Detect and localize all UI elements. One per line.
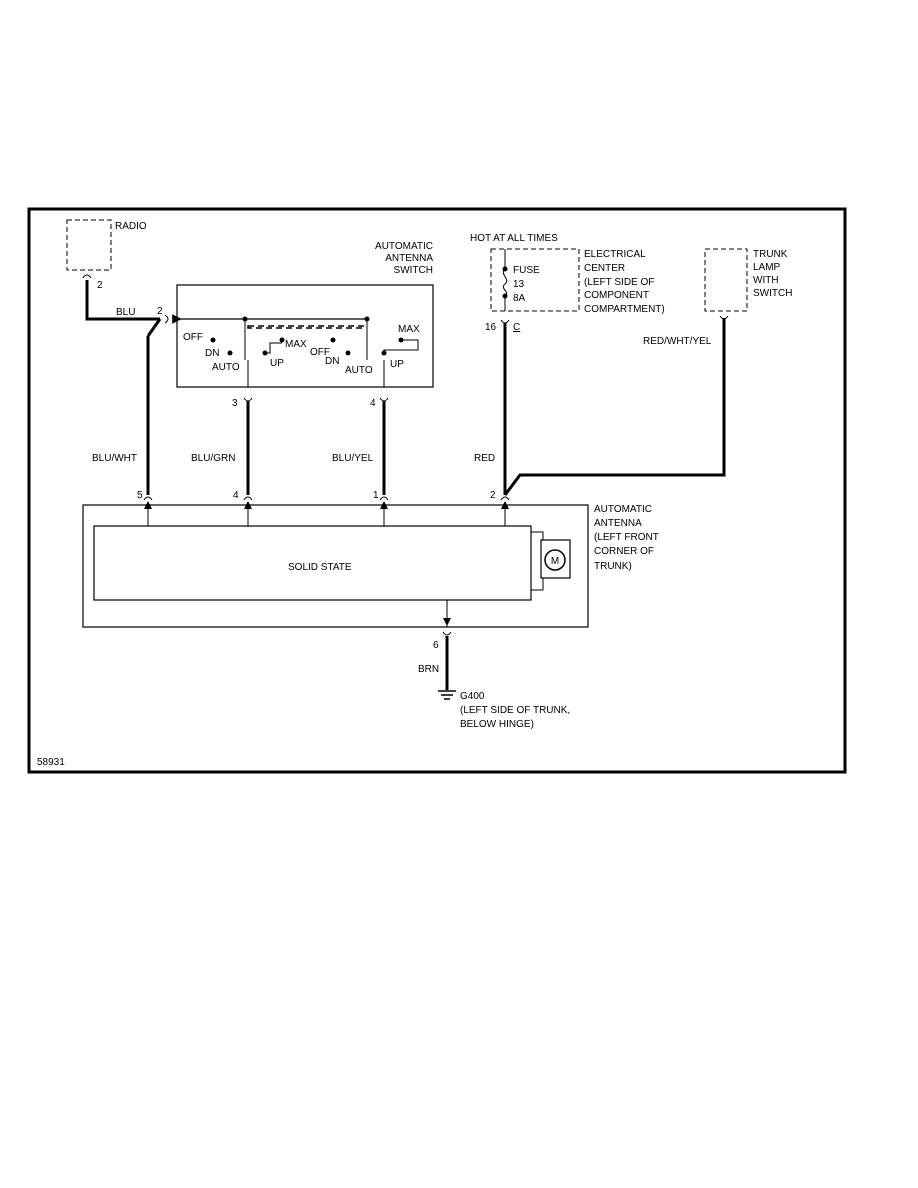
radio-label: RADIO bbox=[115, 221, 147, 232]
wire-label-blu: BLU bbox=[116, 307, 135, 318]
antenna-outer-box bbox=[82, 504, 589, 628]
antenna-label-1: AUTOMATIC bbox=[594, 504, 652, 515]
ground-label-2: (LEFT SIDE OF TRUNK, bbox=[460, 705, 570, 716]
fuse-rating: 8A bbox=[513, 293, 526, 304]
hot-at-all-times: HOT AT ALL TIMES bbox=[470, 233, 558, 244]
motor-icon bbox=[544, 549, 566, 571]
antenna-pin-6: 6 bbox=[433, 640, 439, 651]
antenna-label-3: (LEFT FRONT bbox=[594, 532, 659, 543]
ground-label-1: G400 bbox=[460, 691, 485, 702]
wire-label-blu-grn: BLU/GRN bbox=[191, 453, 235, 464]
switch-title-2: ANTENNA bbox=[385, 253, 433, 264]
switch-box bbox=[176, 284, 434, 388]
switch-pos-off-2: OFF bbox=[310, 347, 330, 358]
antenna-label-5: TRUNK) bbox=[594, 561, 632, 572]
wire-blu bbox=[85, 280, 160, 321]
fuse-connector: C bbox=[513, 322, 520, 333]
switch-pos-max-2: MAX bbox=[398, 324, 420, 335]
wire-label-blu-wht: BLU/WHT bbox=[92, 453, 137, 464]
fuse-number: 13 bbox=[513, 279, 525, 290]
antenna-switch: AUTOMATIC ANTENNA SWITCH 2 OFF DN AUTO M… bbox=[157, 241, 434, 388]
trunk-lamp-label-2: LAMP bbox=[753, 262, 781, 273]
ground-icon bbox=[438, 690, 456, 700]
wire-label-brn: BRN bbox=[418, 664, 439, 675]
wire-label-red-wht-yel: RED/WHT/YEL bbox=[643, 336, 712, 347]
wire-label-red: RED bbox=[474, 453, 495, 464]
switch-pos-max-1: MAX bbox=[285, 339, 307, 350]
antenna-pin-1: 1 bbox=[373, 490, 379, 501]
center-label-3: (LEFT SIDE OF bbox=[584, 277, 654, 288]
antenna-label-2: ANTENNA bbox=[594, 518, 642, 529]
diagram-frame bbox=[27, 207, 847, 774]
solid-state-module bbox=[93, 525, 532, 601]
solid-state-label: SOLID STATE bbox=[288, 562, 352, 573]
switch-out-pin-3: 3 bbox=[232, 398, 238, 409]
ground-label-3: BELOW HINGE) bbox=[460, 719, 534, 730]
switch-title-3: SWITCH bbox=[394, 265, 433, 276]
center-label-4: COMPONENT bbox=[584, 290, 649, 301]
switch-out-pin-4: 4 bbox=[370, 398, 376, 409]
switch-pos-auto-2: AUTO bbox=[345, 365, 373, 376]
fuse-pin: 16 bbox=[485, 322, 497, 333]
antenna-pin-4: 4 bbox=[233, 490, 239, 501]
switch-in-pin: 2 bbox=[157, 306, 163, 317]
trunk-lamp-label-3: WITH bbox=[753, 275, 779, 286]
switch-pos-auto-1: AUTO bbox=[212, 362, 240, 373]
motor-label: M bbox=[551, 556, 559, 567]
center-label-1: ELECTRICAL bbox=[584, 249, 646, 260]
switch-pos-dn-1: DN bbox=[205, 348, 219, 359]
antenna-label-4: CORNER OF bbox=[594, 546, 654, 557]
switch-title-1: AUTOMATIC bbox=[375, 241, 433, 252]
switch-pos-up-2: UP bbox=[390, 359, 404, 370]
wire-label-blu-yel: BLU/YEL bbox=[332, 453, 374, 464]
switch-pos-dn-2: DN bbox=[325, 356, 339, 367]
switch-pos-up-1: UP bbox=[270, 358, 284, 369]
electrical-center: HOT AT ALL TIMES FUSE 13 8A ELECTRICAL C… bbox=[470, 233, 665, 333]
radio-pin: 2 bbox=[97, 280, 103, 291]
fuse-label: FUSE bbox=[513, 265, 540, 276]
diagram-id: 58931 bbox=[37, 757, 65, 768]
center-label-2: CENTER bbox=[584, 263, 625, 274]
trunk-lamp-label-4: SWITCH bbox=[753, 288, 792, 299]
switch-pos-off-1: OFF bbox=[183, 332, 203, 343]
trunk-lamp-switch: TRUNK LAMP WITH SWITCH bbox=[704, 248, 792, 320]
trunk-lamp-label-1: TRUNK bbox=[753, 249, 788, 260]
wire-red-wht-yel bbox=[503, 318, 726, 496]
automatic-antenna: SOLID STATE M AUTOMATIC ANTENNA (LEFT FR… bbox=[82, 501, 659, 628]
antenna-pin-2: 2 bbox=[490, 490, 496, 501]
center-label-5: COMPARTMENT) bbox=[584, 304, 665, 315]
radio-component: RADIO 2 bbox=[66, 219, 147, 291]
antenna-pin-5: 5 bbox=[137, 490, 143, 501]
